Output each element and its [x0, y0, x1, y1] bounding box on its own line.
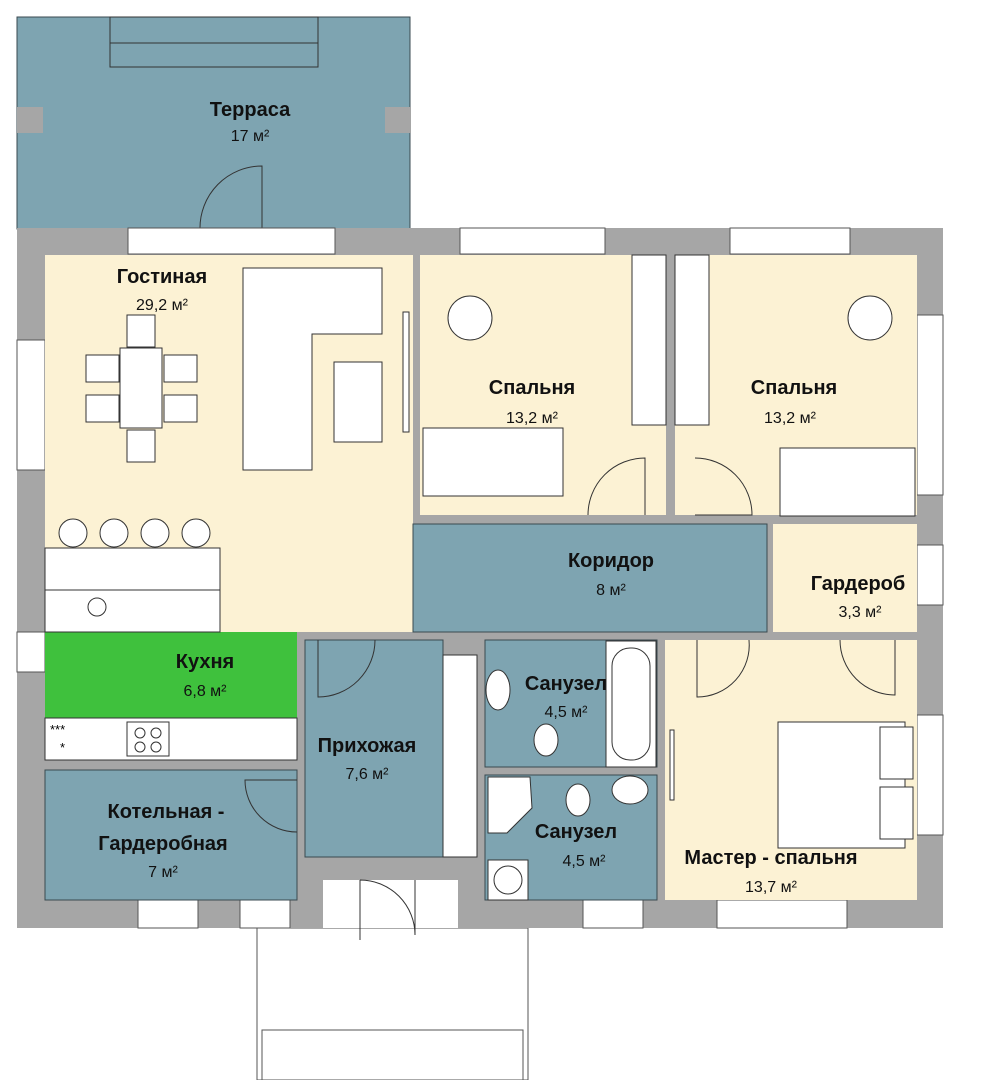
room-area: 29,2 м² [136, 297, 189, 314]
room-name: Спальня [751, 377, 837, 399]
room-kitchen [45, 632, 297, 718]
room-area: 13,7 м² [745, 879, 798, 896]
room-name: Спальня [489, 377, 575, 399]
room-area: 3,3 м² [838, 604, 882, 621]
room-corridor [412, 523, 768, 633]
room-name: Котельная - [108, 801, 225, 823]
room-name: Прихожая [318, 735, 417, 757]
windows [16, 227, 944, 929]
room-area: 7,6 м² [345, 766, 389, 783]
furniture: *** * [44, 254, 916, 901]
room-name: Гардероб [811, 573, 906, 595]
stove-marks: * [60, 740, 65, 755]
porch [256, 927, 529, 1080]
room-area: 6,8 м² [183, 683, 227, 700]
room-labels: Терраса 17 м² Гостиная 29,2 м² Спальня 1… [98, 99, 905, 896]
room-terrace [16, 16, 411, 230]
room-hall [304, 639, 444, 858]
room-name: Гардеробная [98, 833, 227, 855]
room-area: 13,2 м² [764, 410, 817, 427]
room-area: 8 м² [596, 582, 626, 599]
room-name: Санузел [535, 821, 617, 843]
room-wardrobe [773, 524, 917, 632]
room-area: 7 м² [148, 864, 178, 881]
room-boiler [44, 769, 298, 901]
room-area: 17 м² [231, 128, 270, 145]
room-name: Терраса [210, 99, 291, 121]
room-name: Гостиная [117, 266, 207, 288]
room-area: 4,5 м² [544, 704, 588, 721]
room-area: 13,2 м² [506, 410, 559, 427]
room-name: Кухня [176, 651, 234, 673]
doors [244, 457, 896, 940]
stove-marks: *** [50, 722, 65, 737]
room-name: Мастер - спальня [684, 847, 857, 869]
room-name: Санузел [525, 673, 607, 695]
room-name: Коридор [568, 550, 654, 572]
room-area: 4,5 м² [562, 853, 606, 870]
